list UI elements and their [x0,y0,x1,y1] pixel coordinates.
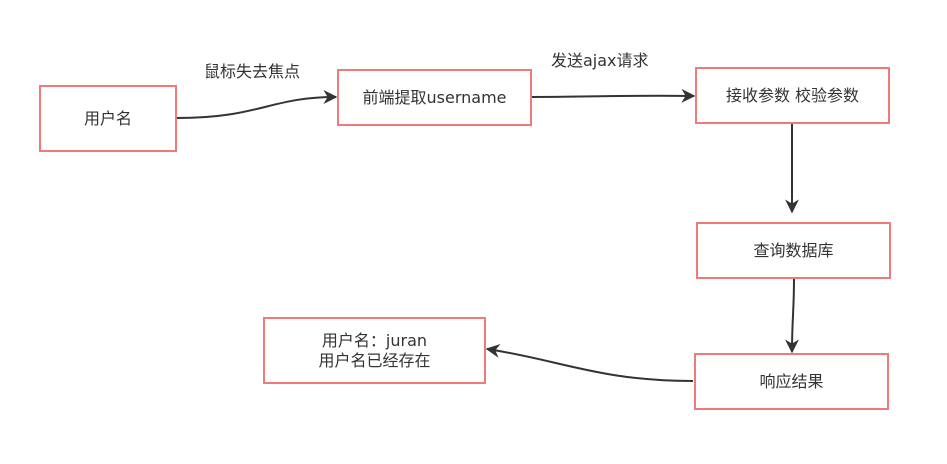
edge-response-to-result [485,343,694,382]
edge-label-ajax: 发送ajax请求 [551,51,649,70]
node-receive-validate-label: 接收参数 校验参数 [725,85,860,105]
node-response-result: 响应结果 [694,353,889,410]
edge-username-to-frontend [176,90,338,119]
node-username-exists-line2: 用户名已经存在 [318,350,431,370]
edge-frontend-to-receive [530,88,696,103]
node-username-exists: 用户名：juran 用户名已经存在 [263,317,486,384]
edge-query-to-response [785,278,800,354]
node-response-result-label: 响应结果 [759,371,824,391]
node-query-database: 查询数据库 [696,222,891,279]
node-frontend-extract: 前端提取username [337,69,532,126]
node-frontend-extract-label: 前端提取username [362,87,507,107]
node-receive-validate: 接收参数 校验参数 [695,67,890,124]
node-username-label: 用户名 [83,108,132,128]
edge-label-blur: 鼠标失去焦点 [204,62,301,81]
node-query-database-label: 查询数据库 [753,240,834,260]
node-username: 用户名 [39,85,177,152]
node-username-exists-line1: 用户名：juran [321,330,428,350]
